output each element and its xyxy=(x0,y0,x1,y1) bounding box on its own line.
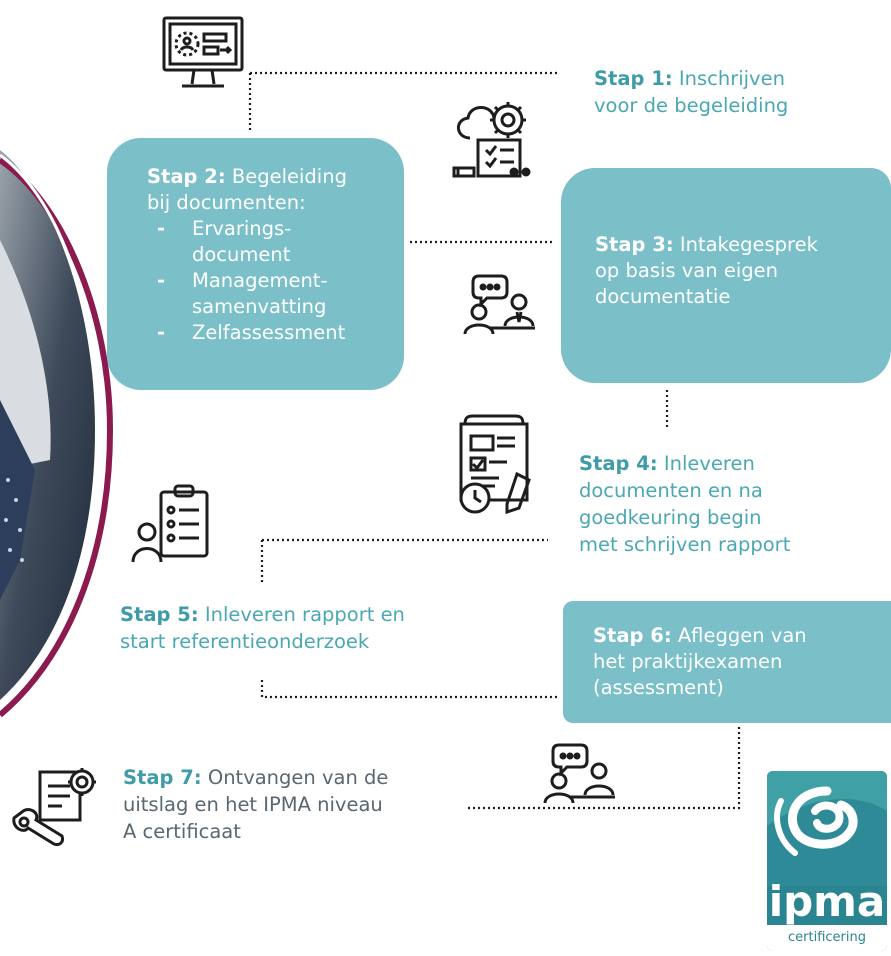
step-6-label: Stap 6: xyxy=(593,624,672,647)
step-5: Stap 5: Inleveren rapport en start refer… xyxy=(120,601,460,655)
step-2-item: - Management- samenvatting xyxy=(147,268,404,320)
step-1-line-1: Inschrijven xyxy=(678,67,785,90)
step-3-line-3: documentatie xyxy=(595,285,731,308)
step-4-line-3: goedkeuring begin xyxy=(579,506,762,529)
step-2-item-3: Zelfassessment xyxy=(192,321,346,344)
step-2-item-2b: samenvatting xyxy=(192,295,327,318)
step-6-line-1: Afleggen van xyxy=(677,624,807,647)
step-2-card: Stap 2: Begeleiding bij documenten: - Er… xyxy=(107,138,404,390)
step-2-list: - Ervarings- document - Management- same… xyxy=(147,216,404,346)
step-2-item-2a: Management- xyxy=(192,269,328,292)
ipma-brand-text: ipma xyxy=(768,877,886,926)
step-3-card: Stap 3: Intakegesprek op basis van eigen… xyxy=(561,168,891,383)
ipma-cert-band xyxy=(767,925,887,951)
step-2-line-1: Begeleiding xyxy=(231,165,347,188)
step-2-item: - Ervarings- document xyxy=(147,216,404,268)
step-1-label: Stap 1: xyxy=(594,67,673,90)
step-2-item-1a: Ervarings- xyxy=(192,217,292,240)
clipboard-person-icon xyxy=(131,484,209,563)
portrait-photo xyxy=(0,150,114,718)
step-7: Stap 7: Ontvangen van de uitslag en het … xyxy=(123,764,453,845)
step-2-item: - Zelfassessment xyxy=(147,320,404,346)
step-4-line-2: documenten en na xyxy=(579,479,763,502)
step-5-label: Stap 5: xyxy=(120,603,199,626)
bullet-dash: - xyxy=(157,217,166,240)
step-6-card: Stap 6: Afleggen van het praktijkexamen … xyxy=(563,601,891,723)
ipma-logo-mark xyxy=(767,771,887,886)
bullet-dash: - xyxy=(157,269,166,292)
step-6-line-2: het praktijkexamen xyxy=(593,650,783,673)
step-7-line-3: A certificaat xyxy=(123,820,241,843)
conversation-icon xyxy=(463,274,535,335)
step-7-label: Stap 7: xyxy=(123,766,202,789)
step-4-line-1: Inleveren xyxy=(663,452,755,475)
step-3-line-1: Intakegesprek xyxy=(679,233,818,256)
step-2-label: Stap 2: xyxy=(147,165,226,188)
step-1: Stap 1: Inschrijven voor de begeleiding xyxy=(594,65,874,119)
step-2-item-1b: document xyxy=(192,243,291,266)
report-writing-icon xyxy=(459,414,531,515)
step-5-line-2: start referentieonderzoek xyxy=(120,630,370,653)
step-5-line-1: Inleveren rapport en xyxy=(204,603,405,626)
certificate-icon xyxy=(12,768,96,846)
step-7-line-1: Ontvangen van de xyxy=(207,766,389,789)
cloud-settings-document-icon xyxy=(452,102,531,178)
step-3-line-2: op basis van eigen xyxy=(595,259,778,282)
step-2-line-2: bij documenten: xyxy=(147,191,306,214)
step-4-label: Stap 4: xyxy=(579,452,658,475)
step-4-line-4: met schrijven rapport xyxy=(579,533,791,556)
step-6-line-3: (assessment) xyxy=(593,676,724,699)
meeting-icon xyxy=(543,743,615,804)
connector-6-7 xyxy=(468,727,741,810)
ipma-logo: ipma certificering xyxy=(767,771,887,951)
ipma-cert-text: certificering xyxy=(788,930,866,945)
computer-registration-icon xyxy=(162,16,244,88)
step-1-line-2: voor de begeleiding xyxy=(594,94,789,117)
step-4: Stap 4: Inleveren documenten en na goedk… xyxy=(579,450,879,558)
connector-5-6 xyxy=(260,680,560,699)
bullet-dash: - xyxy=(157,321,166,344)
step-3-label: Stap 3: xyxy=(595,233,674,256)
step-7-line-2: uitslag en het IPMA niveau xyxy=(123,793,383,816)
